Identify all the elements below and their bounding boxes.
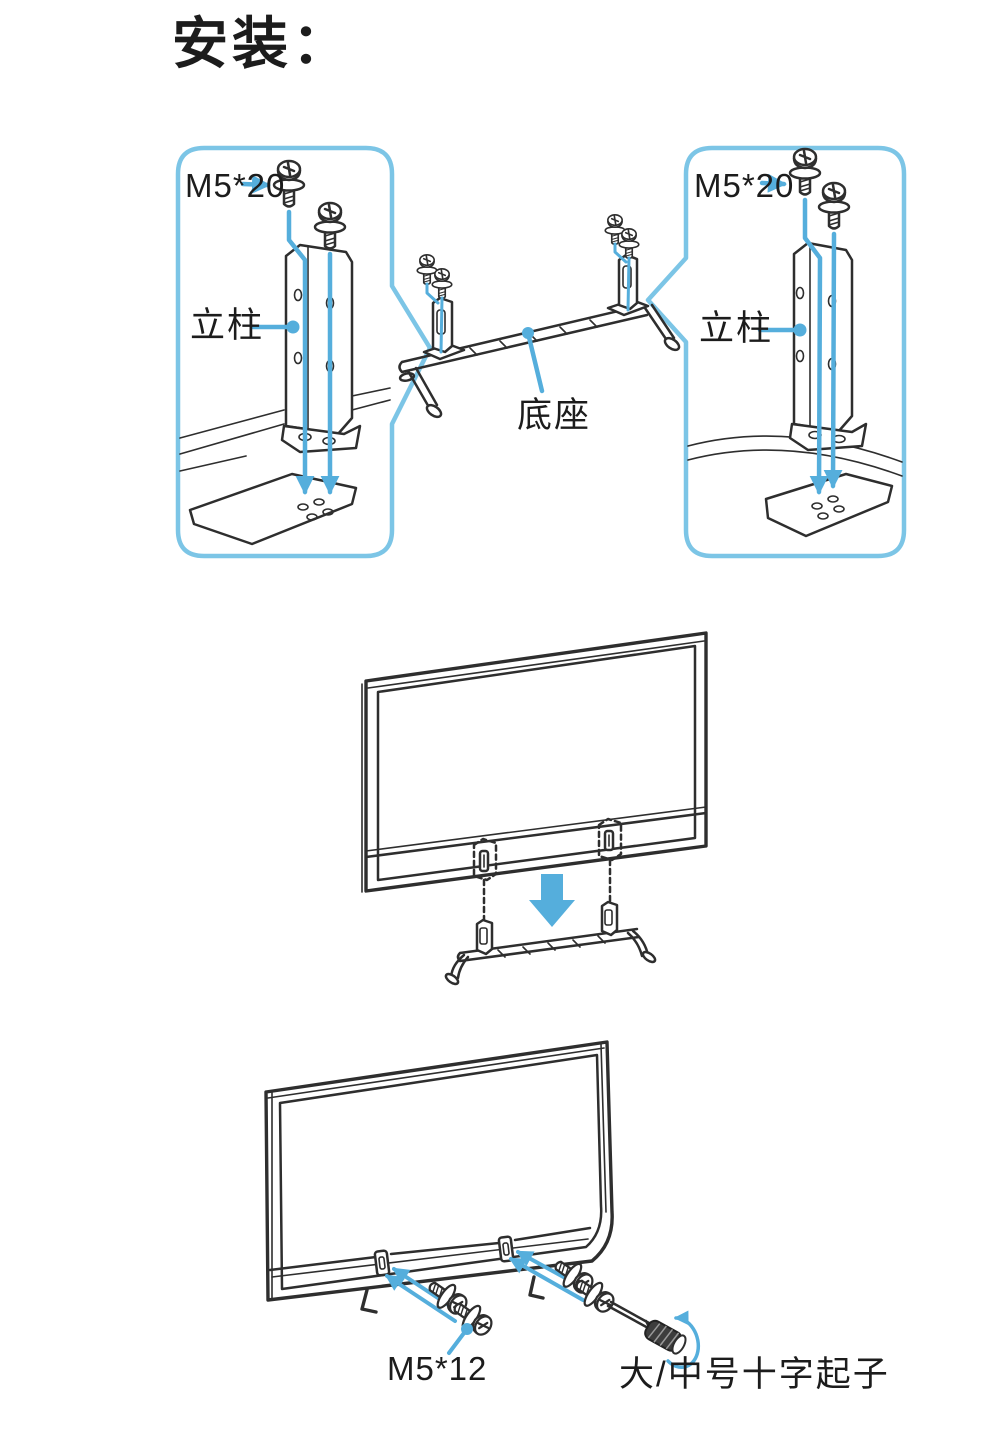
screw-guide-line bbox=[425, 242, 631, 354]
stand-bar-ticks bbox=[469, 319, 598, 356]
screwdriver-label: 大/中号十字起子 bbox=[619, 1355, 890, 1394]
right-post-ghost-box bbox=[597, 817, 623, 862]
pointer-dot-icon bbox=[793, 323, 807, 337]
screw-guide-arrow bbox=[823, 231, 843, 489]
base-plate bbox=[188, 472, 358, 546]
tv-bottom-band bbox=[364, 811, 708, 859]
base-assembly-illustration bbox=[398, 214, 681, 419]
right-support-hook bbox=[528, 1275, 545, 1300]
screw-guide-arrow bbox=[286, 209, 315, 495]
tv-back-outline bbox=[364, 631, 708, 893]
rotation-arrow-icon bbox=[666, 1310, 701, 1369]
step-fasten-screws-illustration bbox=[264, 1040, 701, 1369]
post-foot bbox=[788, 422, 868, 452]
right-screw-slot bbox=[497, 1235, 515, 1263]
base-plate-holes bbox=[811, 495, 845, 520]
post-foot bbox=[280, 424, 362, 454]
screw-guide-arrow bbox=[802, 197, 829, 495]
base-plate bbox=[764, 472, 894, 538]
alignment-dashed-lines bbox=[482, 858, 612, 922]
stand-bar-background-lines bbox=[179, 387, 391, 472]
screw-label-arrow bbox=[240, 174, 271, 194]
tv-back-inner-panel bbox=[278, 1053, 603, 1291]
base-label: 底座 bbox=[517, 396, 592, 435]
screw-size-label-line bbox=[447, 1327, 469, 1355]
screw-track-left bbox=[384, 1267, 498, 1342]
left-post-ghost-box bbox=[472, 837, 498, 882]
step-attach-stand-illustration bbox=[361, 631, 708, 986]
page-title: 安装： bbox=[172, 12, 352, 75]
left-post-label: 立柱 bbox=[190, 306, 265, 345]
down-arrow-icon bbox=[529, 874, 575, 927]
stand-left-leg bbox=[406, 366, 439, 411]
callout-right bbox=[645, 145, 907, 559]
screwdriver-icon bbox=[606, 1300, 701, 1369]
base-plate-holes bbox=[297, 498, 334, 521]
screw-icon bbox=[431, 268, 453, 300]
screw-label-arrow bbox=[759, 173, 787, 193]
stand-bar-ticks bbox=[497, 935, 606, 958]
post-bracket bbox=[792, 241, 854, 434]
post-bracket bbox=[284, 243, 354, 436]
tv-bottom-band bbox=[268, 1226, 592, 1272]
screw-track-right bbox=[508, 1250, 620, 1319]
screw-icon bbox=[416, 254, 438, 286]
tv-back-outline bbox=[264, 1040, 614, 1302]
right-screw-size-label: M5*20 bbox=[694, 167, 795, 204]
screw-icon bbox=[604, 214, 626, 246]
right-post-label: 立柱 bbox=[699, 309, 774, 348]
callout-left bbox=[175, 145, 433, 559]
tv-back-inner-panel bbox=[376, 644, 697, 882]
pointer-dot-icon bbox=[286, 320, 300, 334]
left-support-hook bbox=[360, 1288, 378, 1314]
screw-icon bbox=[618, 228, 640, 260]
bottom-screw-size-label: M5*12 bbox=[387, 1350, 488, 1387]
stand-right-leg bbox=[643, 303, 676, 344]
left-screw-slot bbox=[373, 1249, 391, 1277]
left-screw-size-label: M5*20 bbox=[185, 167, 286, 204]
base-label-line bbox=[525, 330, 545, 394]
